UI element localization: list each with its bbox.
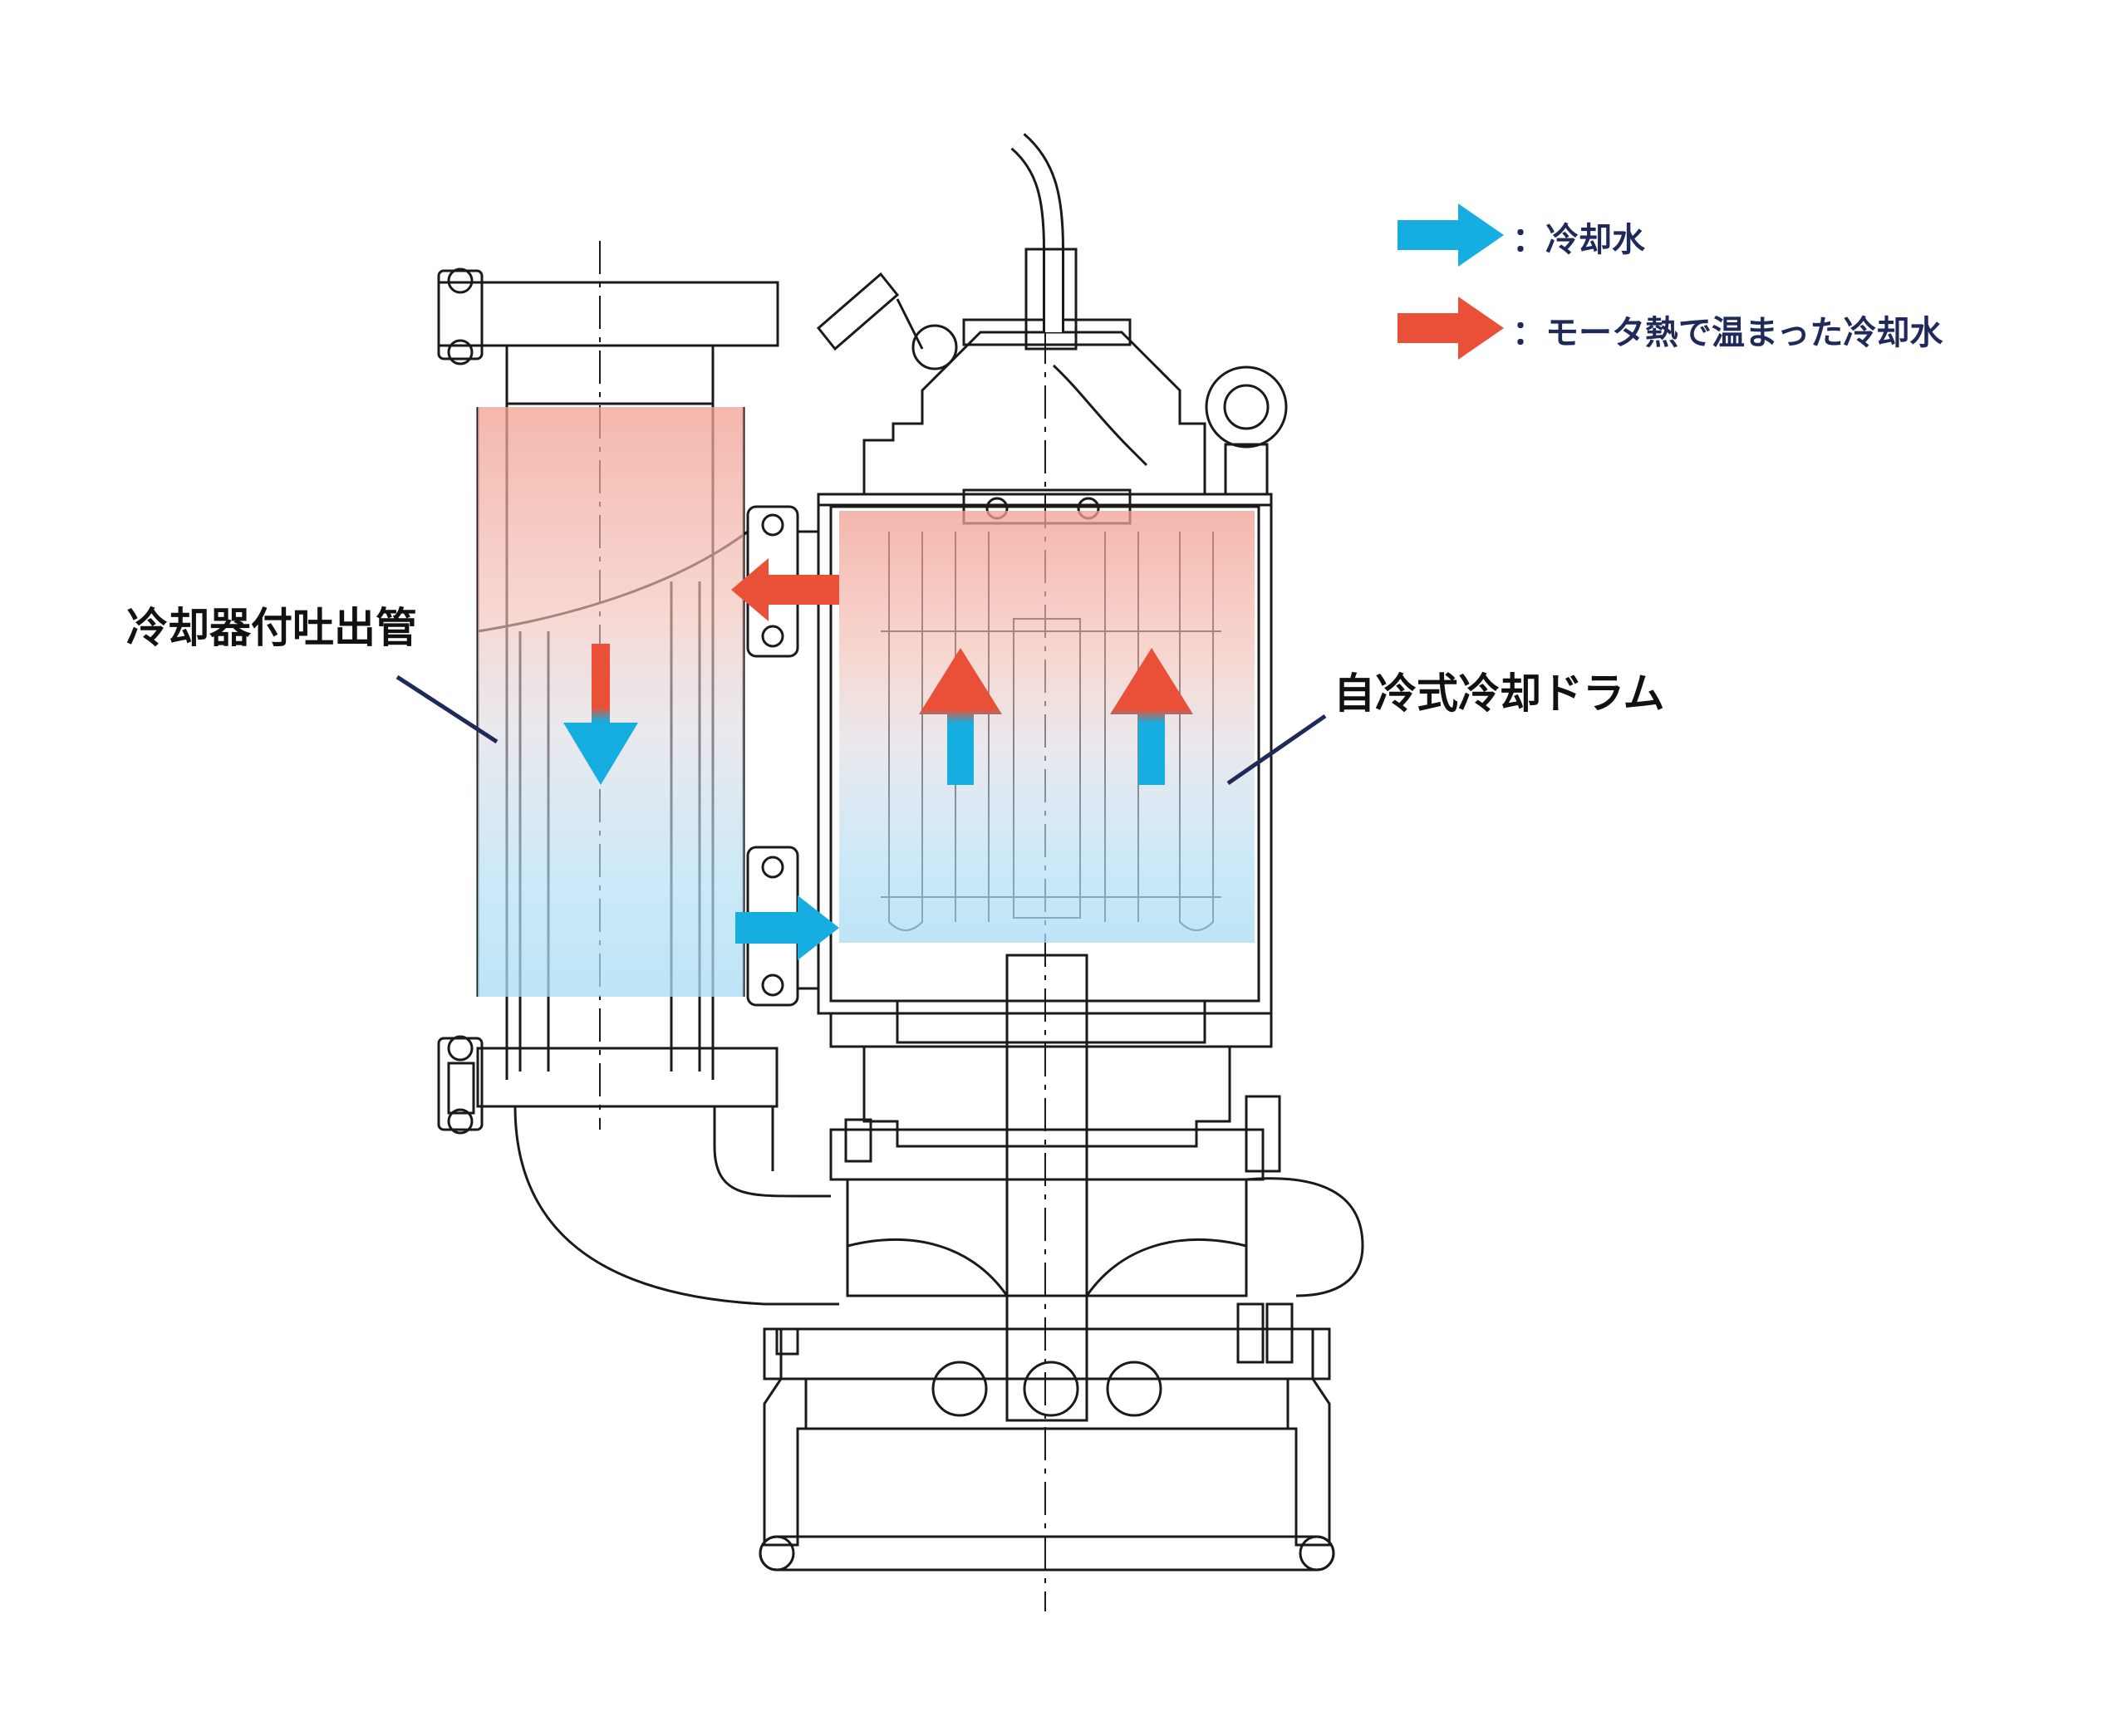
flow-arrow-up-right-icon bbox=[1110, 648, 1193, 785]
leader-line-cooler-pipe bbox=[395, 674, 499, 744]
flow-arrow-up-left-icon bbox=[919, 648, 1002, 785]
legend-hot-water-label: ：モータ熱で温まった冷却水 bbox=[1512, 314, 1943, 352]
cooling-drum-heat-overlay bbox=[839, 511, 1255, 943]
label-self-cooling-drum: 自冷式冷却ドラム bbox=[1334, 669, 1665, 718]
flow-arrow-down-cooling-icon bbox=[563, 644, 638, 785]
legend-hot-water: ：モータ熱で温まった冷却水 bbox=[1512, 306, 1943, 354]
flow-arrow-cool-inlet-icon bbox=[735, 895, 839, 960]
legend-hot-water-arrow-icon bbox=[1398, 297, 1504, 360]
flow-arrow-hot-outlet-icon bbox=[731, 558, 839, 621]
legend-cool-water-arrow-icon bbox=[1398, 204, 1504, 267]
legend-cool-water: ：冷却水 bbox=[1512, 213, 1645, 261]
leader-line-cooling-drum bbox=[1226, 714, 1327, 786]
legend-cool-water-label: ：冷却水 bbox=[1512, 221, 1645, 259]
cooler-pipe-heat-overlay bbox=[478, 407, 744, 997]
label-cooler-discharge-pipe: 冷却器付吐出管 bbox=[126, 604, 417, 652]
